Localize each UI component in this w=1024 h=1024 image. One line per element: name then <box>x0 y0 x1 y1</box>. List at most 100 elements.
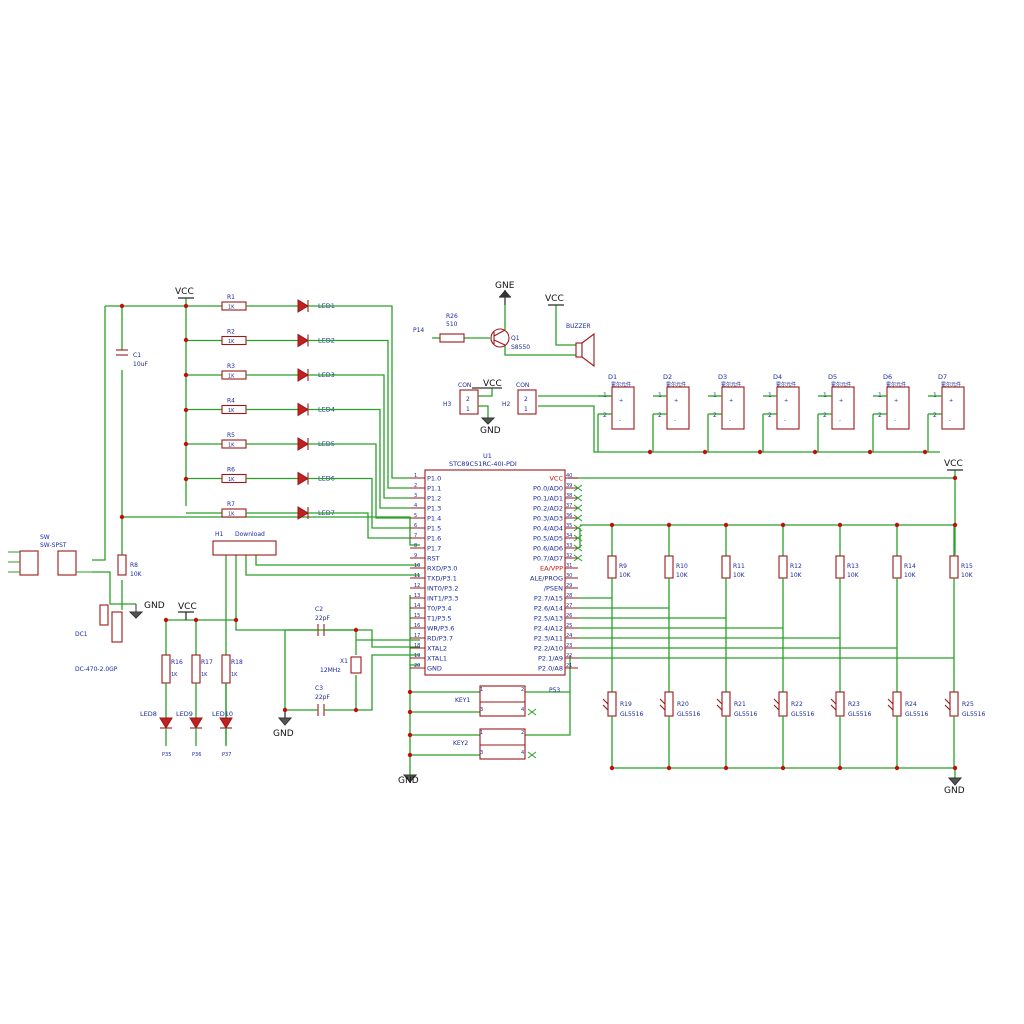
c3-value: 22pF <box>315 694 330 701</box>
led-label: LED8 <box>140 710 157 718</box>
ldr-ref: R25 <box>962 701 974 708</box>
pullup-r10 <box>664 555 674 579</box>
mcu-left-pin-label: RD/P3.7 <box>427 635 453 643</box>
mcu-left-pin-number: 7 <box>414 533 417 539</box>
mcu-left-pin-number: 2 <box>414 483 417 489</box>
hall-sensor-d6 <box>886 386 910 430</box>
pullup-ref: R9 <box>619 563 627 570</box>
r8-ref: R8 <box>130 562 138 569</box>
junction-dot <box>609 522 615 528</box>
no-connect-mark <box>573 524 583 532</box>
mcu-right-pin-number: 24 <box>566 633 572 639</box>
pullup-r13 <box>835 555 845 579</box>
sensor-pin-number: 2 <box>878 412 882 419</box>
x1-value: 12MHz <box>320 667 340 674</box>
sensor-pin-mark: + <box>839 398 843 404</box>
mcu-left-pin-label: XTAL1 <box>427 655 447 663</box>
mcu-left-pin-label: INT0/P3.2 <box>427 585 458 593</box>
download-ref: H1 <box>215 531 224 538</box>
mcu-left-pin-number: 16 <box>414 623 420 629</box>
gnd-label-mcu: GND <box>398 776 419 786</box>
svg-text:1: 1 <box>480 730 483 736</box>
sensor-pin-mark: - <box>784 418 786 424</box>
junction-dot <box>353 707 359 713</box>
mcu-left-pin-label: TXD/P3.1 <box>426 575 457 583</box>
sensor-tag: 霍尔元件 <box>666 381 686 388</box>
resistor-value: 1K <box>228 443 235 449</box>
svg-text:3: 3 <box>480 707 483 713</box>
sensor-pin-mark: - <box>619 418 621 424</box>
mcu-left-pin-number: 3 <box>414 493 417 499</box>
mcu-left-pin-number: 4 <box>414 503 417 509</box>
mcu-left-pin-number: 20 <box>414 663 420 669</box>
junction-dot <box>353 627 359 633</box>
mcu-left-pin-label: P1.0 <box>427 475 441 483</box>
mcu-right-pin-number: 36 <box>566 513 572 519</box>
mcu-right-pin-label: P0.1/AD1 <box>533 495 563 503</box>
sensor-tag: 霍尔元件 <box>831 381 851 388</box>
mcu-left-pin-label: GND <box>427 665 442 673</box>
led-diode-bottom <box>219 717 233 729</box>
mcu-right-pin-number: 25 <box>566 623 572 629</box>
junction-dot <box>647 449 653 455</box>
junction-dot <box>952 765 958 771</box>
led-diode-5 <box>297 437 309 451</box>
junction-dot <box>183 337 189 343</box>
ldr-ref: R22 <box>791 701 803 708</box>
junction-dot <box>757 449 763 455</box>
junction-dot <box>183 476 189 482</box>
ldr-r21 <box>721 691 731 717</box>
ldr-arrow <box>773 704 780 711</box>
mcu-right-pin-number: 35 <box>566 523 572 529</box>
led-wire <box>308 305 410 479</box>
no-connect-mark <box>573 514 583 522</box>
sensor-tag: 霍尔元件 <box>776 381 796 388</box>
pullup-r9 <box>607 555 617 579</box>
sensor-ref: D4 <box>773 373 782 381</box>
crystal-circuit: C2 22pF C3 22pF X1 12MHz <box>312 606 362 716</box>
ldr-arrow <box>602 698 609 705</box>
ldr-arrow <box>887 704 894 711</box>
no-connect-mark <box>573 504 583 512</box>
hall-sensor-d4 <box>776 386 800 430</box>
ldr-arrow <box>602 704 609 711</box>
download-header: H1 Download <box>212 531 277 556</box>
mcu-right-pin-label: P2.7/A15 <box>534 595 563 603</box>
buzzer-circuit: P14 R26 510 Q1 S8550 BUZZER <box>413 313 595 368</box>
mcu-right-pin-label: EA/VPP <box>540 565 563 573</box>
resistor-ref: R7 <box>227 501 235 508</box>
key1-label: KEY1 <box>455 697 470 704</box>
vcc-label-header: VCC <box>483 379 502 389</box>
pullup-r12 <box>778 555 788 579</box>
sensor-pin-mark: - <box>674 418 676 424</box>
pullup-r11 <box>721 555 731 579</box>
gnd-label-crystal: GND <box>273 729 294 739</box>
sensor-pin-number: 2 <box>658 412 662 419</box>
mcu-left-pin-label: T0/P3.4 <box>426 605 452 613</box>
mcu-left-pin-label: P1.1 <box>427 485 441 493</box>
mcu-right-pin-label: P2.3/A11 <box>534 635 563 643</box>
ldr-arrow <box>659 704 666 711</box>
led-wire <box>308 443 410 519</box>
pullup-value: 10K <box>790 572 803 579</box>
sensor-tag: 霍尔元件 <box>886 381 906 388</box>
pullup-ref: R12 <box>790 563 802 570</box>
resistor-value: 1K <box>201 672 208 678</box>
mcu-part: STC89C51RC-40I-PDI <box>449 460 517 468</box>
sensor-pin-mark: - <box>839 418 841 424</box>
resistor-value: 1K <box>228 408 235 414</box>
sensor-pin-number: 2 <box>603 412 607 419</box>
mcu-right-pin-label: P2.2/A10 <box>534 645 563 653</box>
mcu-left-pins: P1.01P1.12P1.23P1.34P1.45P1.56P1.67P1.78… <box>410 473 458 673</box>
key2-label: KEY2 <box>453 740 468 747</box>
mcu-right-pin-number: 23 <box>566 643 572 649</box>
led-diode-3 <box>297 368 309 382</box>
mcu-left-pin-number: 1 <box>414 473 417 479</box>
mcu-left-pin-number: 14 <box>414 603 420 609</box>
ldr-arrow <box>887 698 894 705</box>
led-net: P36 <box>192 752 201 758</box>
dc-jack: DC1 DC-470-2.0GP <box>75 604 123 673</box>
sensor-pin-mark: + <box>784 398 788 404</box>
